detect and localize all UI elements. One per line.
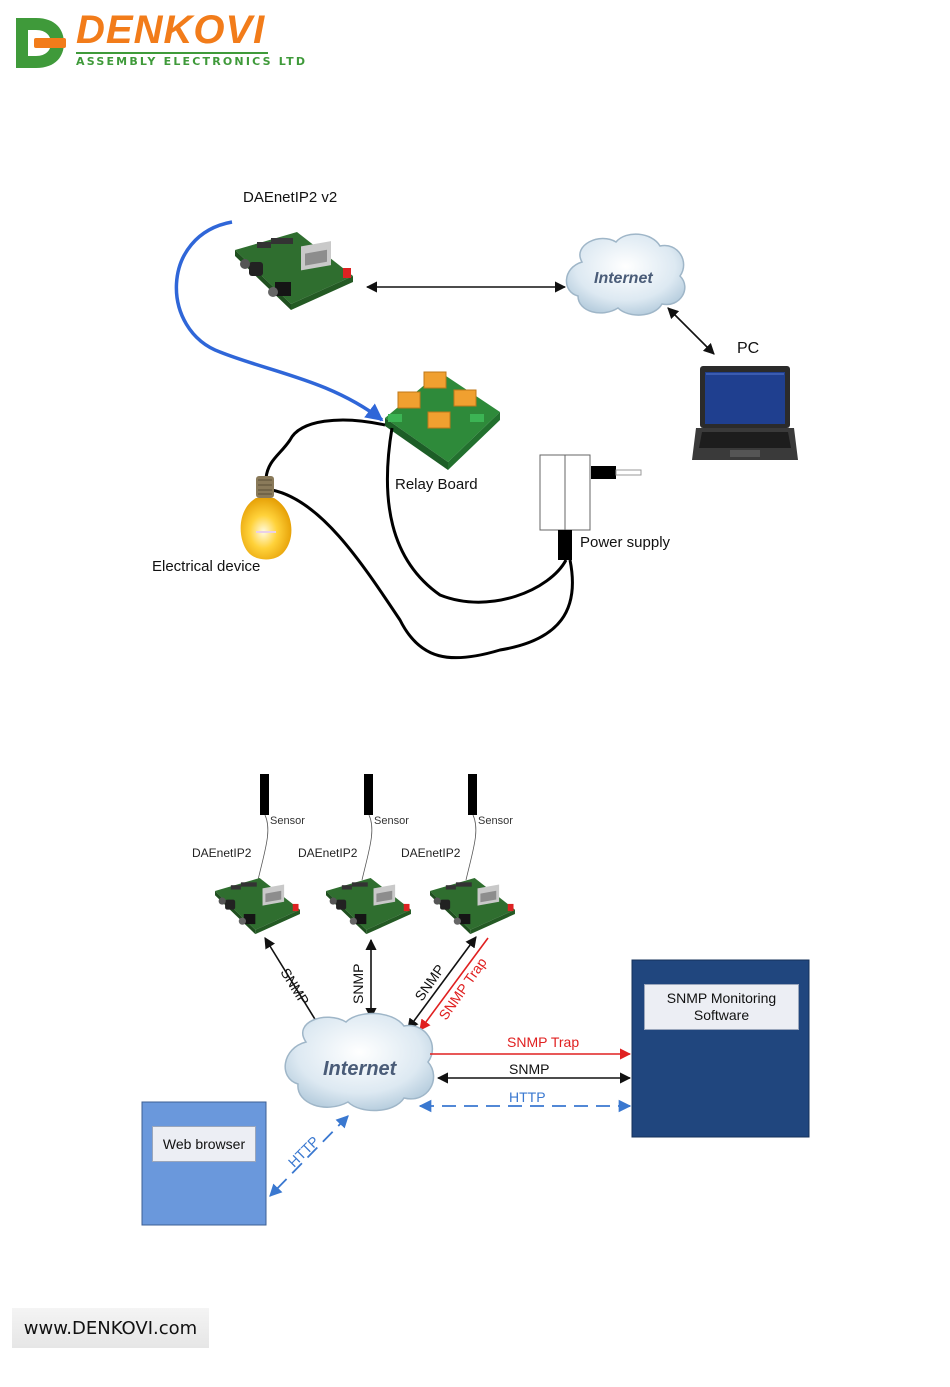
sensor-1-icon [260,774,269,815]
bulb-to-power-cable [272,490,572,658]
pc-laptop-icon [692,366,798,460]
power-supply-label: Power supply [580,534,670,551]
daenetip2-board-3-image [430,878,515,934]
daenetip2-board-2-image [326,878,411,934]
daenetip2-board-image [235,232,353,310]
sensor-2-wire [362,815,372,880]
sensor-2-label: Sensor [374,815,409,827]
sensor-3-wire [466,815,476,880]
device-2-label: DAEnetIP2 [298,846,357,860]
footer-url[interactable]: www.DENKOVI.com [12,1308,209,1348]
electrical-device-label: Electrical device [152,558,260,575]
snmp-link-label: SNMP [509,1061,549,1077]
trap-link-label: SNMP Trap [507,1034,579,1050]
sensor-3-icon [468,774,477,815]
device2-snmp-label: SNMP [350,964,366,1004]
sensor-2-icon [364,774,373,815]
relay-board-image [385,372,500,470]
pc-label: PC [737,340,759,358]
relay-to-bulb-cable [266,420,385,478]
relay-board-label: Relay Board [395,476,478,493]
internet-label-2: Internet [323,1058,396,1081]
browser-http-label: HTTP [285,1133,322,1170]
device-3-label: DAEnetIP2 [401,846,460,860]
internet-pc-link [668,308,714,354]
device3-trap-label: SNMP Trap [435,954,490,1022]
http-link-label: HTTP [509,1089,546,1105]
sensor-3-label: Sensor [478,815,513,827]
daenetip2-v2-label: DAEnetIP2 v2 [243,189,337,206]
light-bulb-icon [241,476,292,560]
daenetip2-board-1-image [215,878,300,934]
relay-to-power-cable [387,428,566,602]
web-browser-panel [142,1102,266,1225]
snmp-monitoring-software-label: SNMP Monitoring Software [644,984,799,1030]
footer-url-text: www.DENKOVI.com [24,1318,197,1339]
device1-snmp-label: SNMP [277,965,312,1008]
web-browser-label: Web browser [152,1126,256,1162]
device-1-label: DAEnetIP2 [192,846,251,860]
sensor-1-wire [258,815,268,880]
sensor-1-label: Sensor [270,815,305,827]
internet-label-1: Internet [594,270,653,288]
